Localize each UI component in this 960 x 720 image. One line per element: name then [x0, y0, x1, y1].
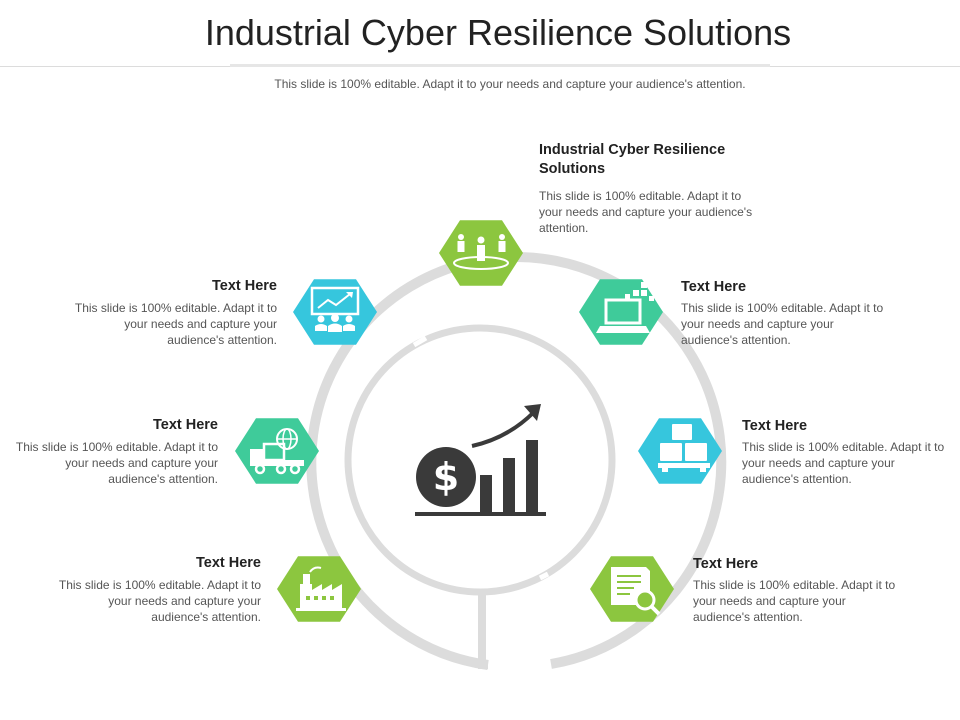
item-text-left-3: Text Here This slide is 100% editable. A… [56, 554, 261, 625]
item-body: This slide is 100% editable. Adapt it to… [742, 440, 945, 486]
item-text-top: Industrial Cyber Resilience Solutions Th… [539, 141, 754, 236]
item-text-left-1: Text Here This slide is 100% editable. A… [72, 277, 277, 348]
item-text-right-1: Text Here This slide is 100% editable. A… [681, 278, 886, 348]
ring-tail [478, 592, 488, 669]
hexagon-right-1 [579, 279, 663, 345]
item-text-right-2: Text Here This slide is 100% editable. A… [742, 417, 947, 487]
hexagon-left-1 [293, 279, 377, 345]
inner-ring-gap-bottom [538, 571, 550, 581]
item-body: This slide is 100% editable. Adapt it to… [74, 301, 277, 347]
dollar-growth-chart-icon: $ [415, 404, 546, 516]
boxes-icon [658, 424, 710, 472]
item-body: This slide is 100% editable. Adapt it to… [681, 301, 884, 347]
inner-ring [344, 324, 616, 596]
people-network-icon [453, 234, 509, 270]
item-body: This slide is 100% editable. Adapt it to… [693, 578, 896, 624]
item-heading: Text Here [681, 279, 747, 295]
item-heading: Text Here [742, 418, 808, 434]
title-accent-bar [230, 64, 770, 67]
delivery-truck-globe-icon [250, 428, 304, 475]
item-text-left-2: Text Here This slide is 100% editable. A… [13, 416, 218, 487]
item-body: This slide is 100% editable. Adapt it to… [539, 189, 753, 235]
slide-title: Industrial Cyber Resilience Solutions [204, 12, 792, 53]
svg-text:$: $ [433, 455, 459, 499]
item-heading: Text Here [693, 556, 759, 572]
hexagon-nodes [235, 220, 722, 622]
presentation-chart-icon [310, 286, 360, 332]
item-body: This slide is 100% editable. Adapt it to… [15, 440, 218, 486]
item-heading: Text Here [195, 555, 261, 571]
factory-icon [296, 566, 346, 611]
document-search-icon [611, 567, 661, 616]
laptop-icon [596, 282, 654, 333]
hexagon-left-2 [235, 418, 319, 484]
item-heading: Industrial Cyber Resilience Solutions [539, 142, 726, 177]
item-body: This slide is 100% editable. Adapt it to… [58, 578, 261, 624]
item-heading: Text Here [152, 417, 218, 433]
item-heading: Text Here [211, 278, 277, 294]
slide-subtitle: This slide is 100% editable. Adapt it to… [274, 77, 746, 91]
item-text-right-3: Text Here This slide is 100% editable. A… [693, 555, 898, 625]
inner-ring-gap-top [412, 335, 428, 348]
